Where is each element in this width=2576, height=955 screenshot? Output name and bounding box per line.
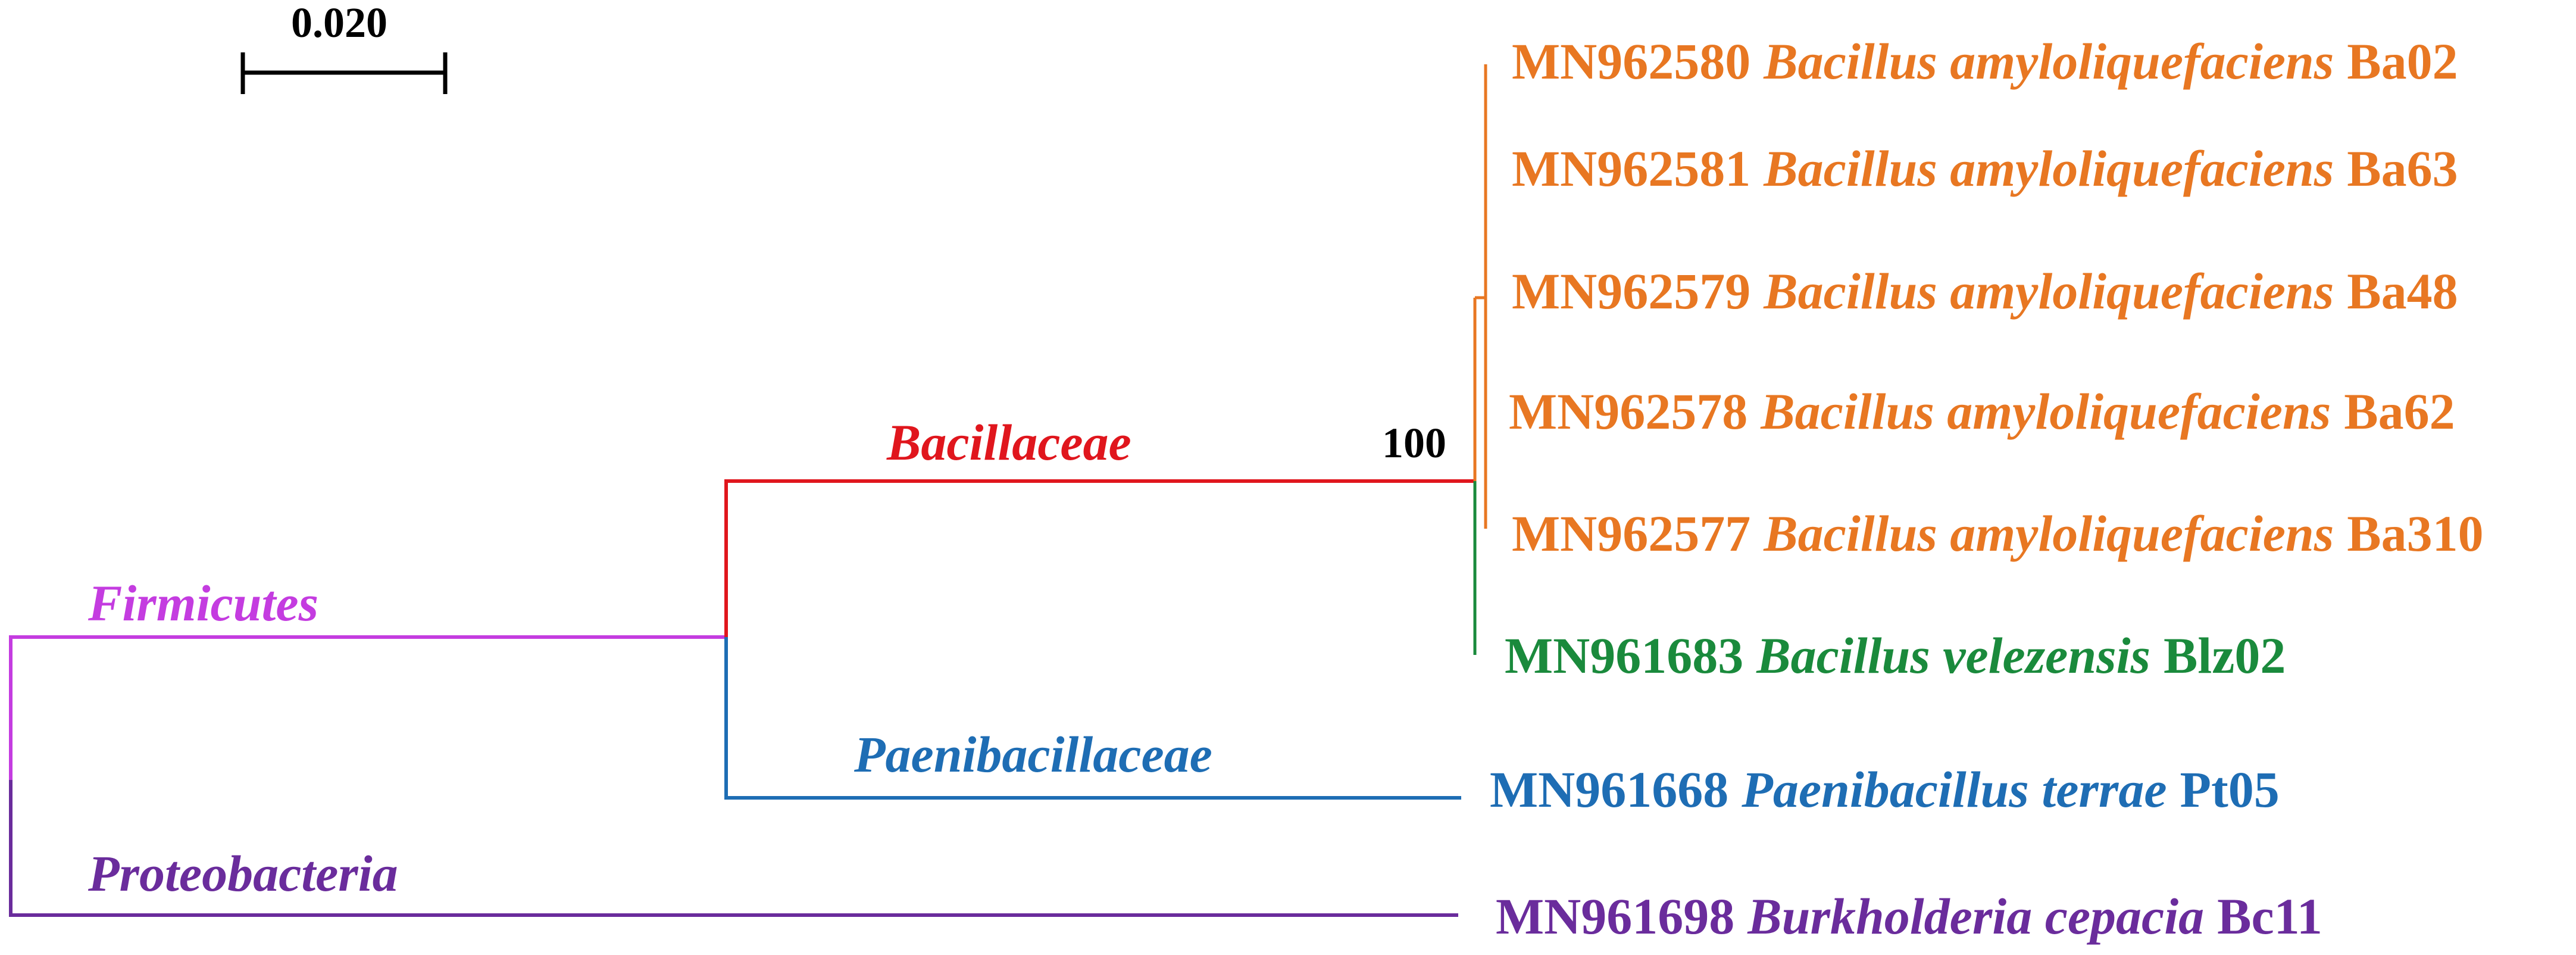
taxon-species: Bacillus amyloliquefaciens <box>1760 383 2331 440</box>
taxon-strain: Ba63 <box>2347 140 2458 197</box>
taxon-accession: MN961683 <box>1505 627 1743 684</box>
clade-label-proteobacteria: Proteobacteria <box>87 845 398 902</box>
taxon-strain: Pt05 <box>2180 761 2280 818</box>
clade-label-bacillaceae: Bacillaceae <box>886 414 1131 471</box>
scale-bar: 0.020 <box>240 0 448 94</box>
scale-bar-label: 0.020 <box>291 0 387 46</box>
taxon-species: Paenibacillus terrae <box>1741 761 2167 818</box>
taxon-strain: Ba310 <box>2347 505 2483 562</box>
taxon-accession: MN962578 <box>1509 383 1747 440</box>
taxon-accession: MN962577 <box>1512 505 1750 562</box>
taxon-accession: MN961698 <box>1496 888 1734 945</box>
taxon-strain: Blz02 <box>2164 627 2286 684</box>
taxon-species: Bacillus amyloliquefaciens <box>1763 505 2334 562</box>
taxon-strain: Ba62 <box>2344 383 2455 440</box>
clade-label-paenibacillaceae: Paenibacillaceae <box>854 726 1212 783</box>
taxon-strain: Ba48 <box>2347 263 2458 320</box>
taxon-species: Burkholderia cepacia <box>1747 888 2204 945</box>
taxon-accession: MN962581 <box>1512 140 1750 197</box>
taxon-species: Bacillus velezensis <box>1756 627 2150 684</box>
taxon-strain: Ba02 <box>2347 33 2458 90</box>
taxon-accession: MN962580 <box>1512 33 1750 90</box>
taxon-strain: Bc11 <box>2217 888 2322 945</box>
taxon-species: Bacillus amyloliquefaciens <box>1763 263 2334 320</box>
root-branches <box>9 635 1458 917</box>
taxon-accession: MN961668 <box>1490 761 1728 818</box>
firmicutes-node <box>724 479 1475 800</box>
clade-label-firmicutes: Firmicutes <box>87 575 318 632</box>
bootstrap-value: 100 <box>1382 419 1446 467</box>
bacillus-node <box>1473 64 1487 655</box>
taxon-accession: MN962579 <box>1512 263 1750 320</box>
taxon-species: Bacillus amyloliquefaciens <box>1763 33 2334 90</box>
taxon-species: Bacillus amyloliquefaciens <box>1763 140 2334 197</box>
